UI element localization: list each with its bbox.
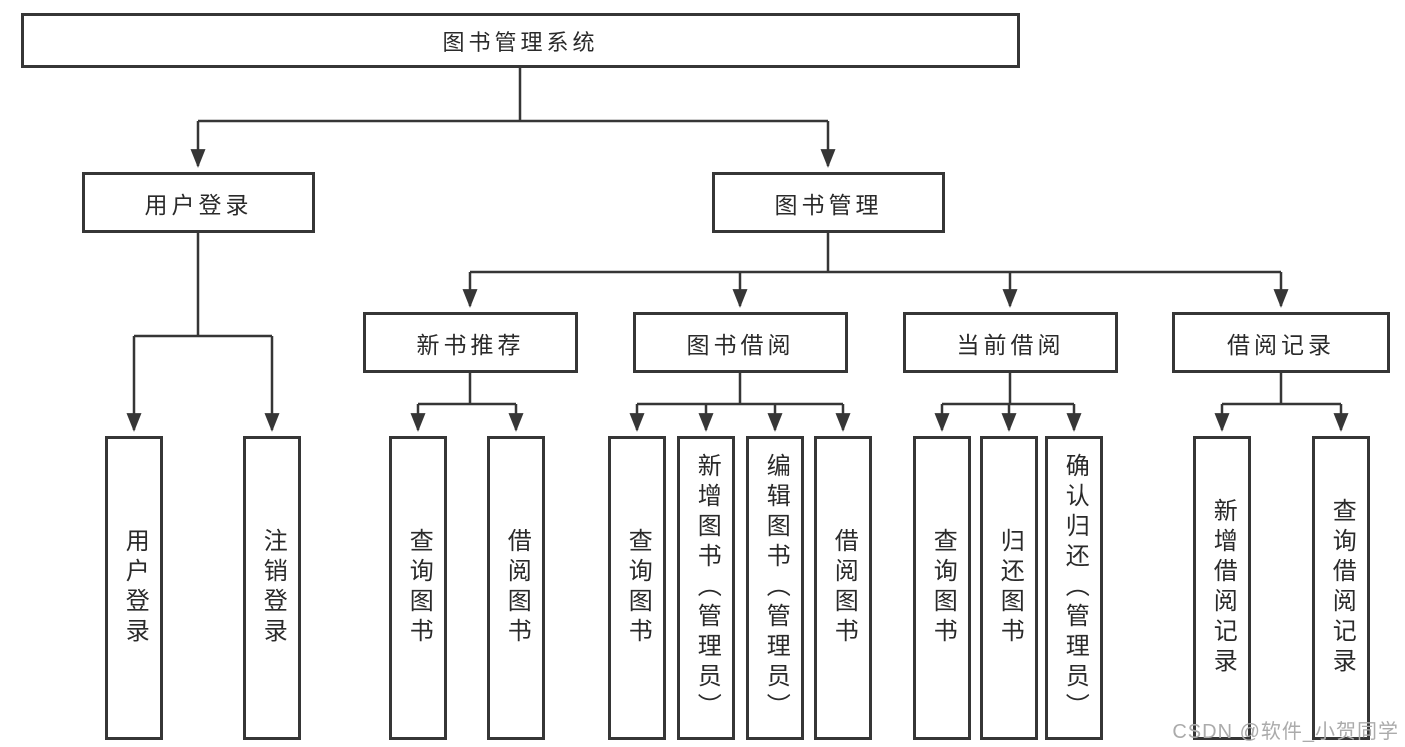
leaf-user-login: 用户登录 xyxy=(105,436,163,740)
leaf-query-books-recommend: 查询图书 xyxy=(389,436,447,740)
leaf-query-borrow-record: 查询借阅记录 xyxy=(1312,436,1370,740)
csdn-watermark: CSDN @软件_小贺同学 xyxy=(1172,721,1399,743)
leaf-logout: 注销登录 xyxy=(243,436,301,740)
node-user-login: 用户登录 xyxy=(82,172,315,233)
leaf-query-books-borrow: 查询图书 xyxy=(608,436,666,740)
leaf-add-books-admin: 新增图书（管理员） xyxy=(677,436,735,740)
node-library-management-system: 图书管理系统 xyxy=(21,13,1020,68)
leaf-edit-books-admin: 编辑图书（管理员） xyxy=(746,436,804,740)
leaf-confirm-return-admin: 确认归还（管理员） xyxy=(1045,436,1103,740)
leaf-query-books-current: 查询图书 xyxy=(913,436,971,740)
node-new-book-recommendation: 新书推荐 xyxy=(363,312,578,373)
node-book-borrowing: 图书借阅 xyxy=(633,312,848,373)
leaf-borrow-books-recommend: 借阅图书 xyxy=(487,436,545,740)
leaf-return-books: 归还图书 xyxy=(980,436,1038,740)
node-borrowing-records: 借阅记录 xyxy=(1172,312,1390,373)
leaf-add-borrow-record: 新增借阅记录 xyxy=(1193,436,1251,740)
node-book-management: 图书管理 xyxy=(712,172,945,233)
node-current-borrowing: 当前借阅 xyxy=(903,312,1118,373)
leaf-borrow-books: 借阅图书 xyxy=(814,436,872,740)
